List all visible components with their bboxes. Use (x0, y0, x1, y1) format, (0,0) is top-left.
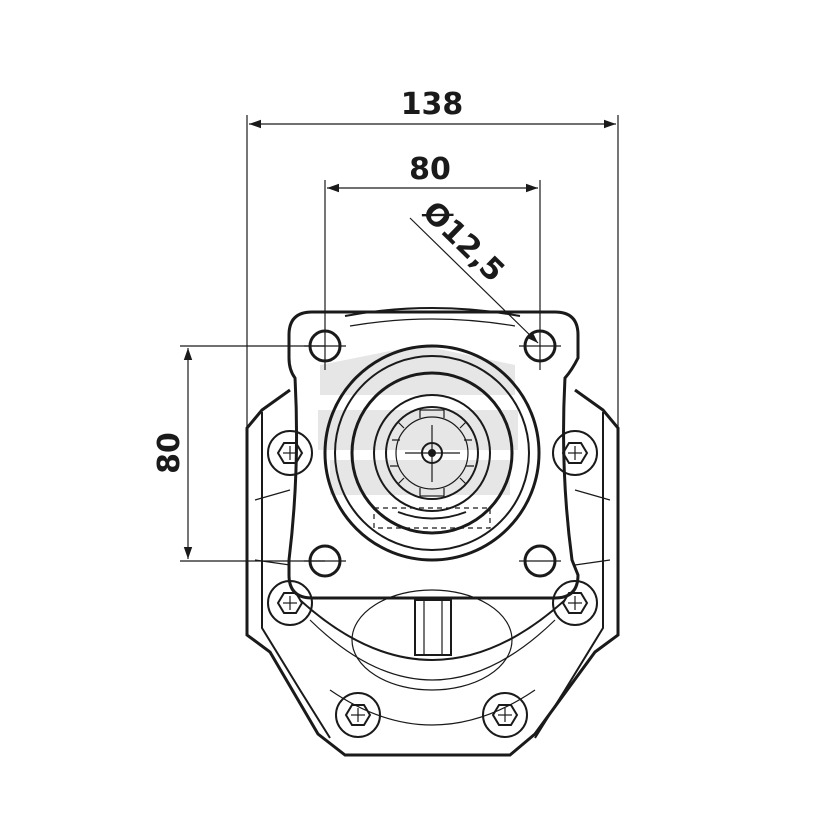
hex-bolt-left-upper (267, 430, 313, 476)
hex-bolt-left-lower (267, 580, 313, 626)
pilot-and-shaft (323, 344, 541, 562)
bolt-hole-bottom-right (519, 544, 561, 578)
dimension-overall-width: 138 (246, 87, 619, 428)
hex-bolt-right-lower (552, 580, 598, 626)
dimension-label-80-vertical: 80 (152, 432, 187, 474)
dimension-label-80-horizontal: 80 (409, 152, 451, 187)
dimension-label-hole-diameter: Ø12,5 (415, 195, 511, 290)
hex-bolt-right-upper (552, 430, 598, 476)
pump-body (245, 388, 620, 757)
dimension-bolt-spacing-vertical: 80 (152, 345, 325, 562)
dimension-label-138: 138 (401, 87, 464, 122)
hex-bolt-bottom-right (482, 692, 528, 738)
hex-bolts (267, 430, 598, 738)
dimension-bolt-spacing-horizontal: 80 (324, 152, 541, 370)
hex-bolt-bottom-left (335, 692, 381, 738)
mounting-flange (287, 307, 580, 600)
